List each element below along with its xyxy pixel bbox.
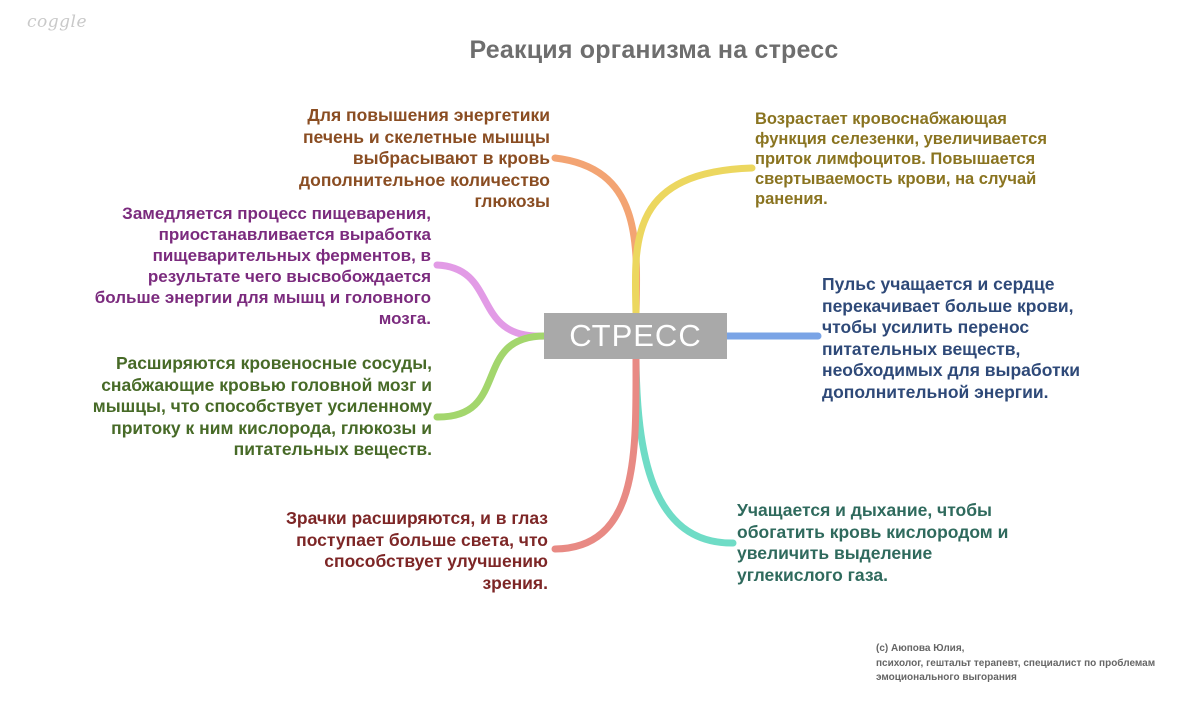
node-digestion[interactable]: Замедляется процесс пищеварения, приоста… <box>94 204 431 328</box>
branch-pupils[interactable] <box>551 355 640 553</box>
branch-vessels[interactable] <box>433 332 549 421</box>
branch-liver[interactable] <box>551 154 641 317</box>
branch-spleen[interactable] <box>631 164 756 317</box>
node-blood-vessels[interactable]: Расширяются кровеносные сосуды, снабжающ… <box>92 353 432 459</box>
node-pulse[interactable]: Пульс учащается и сердце перекачивает бо… <box>822 274 1081 402</box>
credit-description: психолог, гештальт терапевт, специалист … <box>876 657 1156 684</box>
node-pupils[interactable]: Зрачки расширяются, и в глаз поступает б… <box>285 508 548 593</box>
node-liver-glucose[interactable]: Для повышения энергетики печень и скелет… <box>299 105 550 211</box>
author-credit: (c) Аюпова Юлия, психолог, гештальт тера… <box>876 642 1176 686</box>
diagram-title: Реакция организма на стресс <box>469 36 839 64</box>
coggle-logo: coggle <box>27 12 88 32</box>
node-spleen[interactable]: Возрастает кровоснабжающая функция селез… <box>755 110 1047 208</box>
credit-author: (c) Аюпова Юлия, <box>876 643 965 654</box>
node-breathing[interactable]: Учащается и дыхание, чтобы обогатить кро… <box>737 500 1009 585</box>
central-node-stress[interactable]: СТРЕСС <box>544 313 727 359</box>
branch-breath[interactable] <box>632 355 737 547</box>
branch-digestion[interactable] <box>433 261 549 340</box>
